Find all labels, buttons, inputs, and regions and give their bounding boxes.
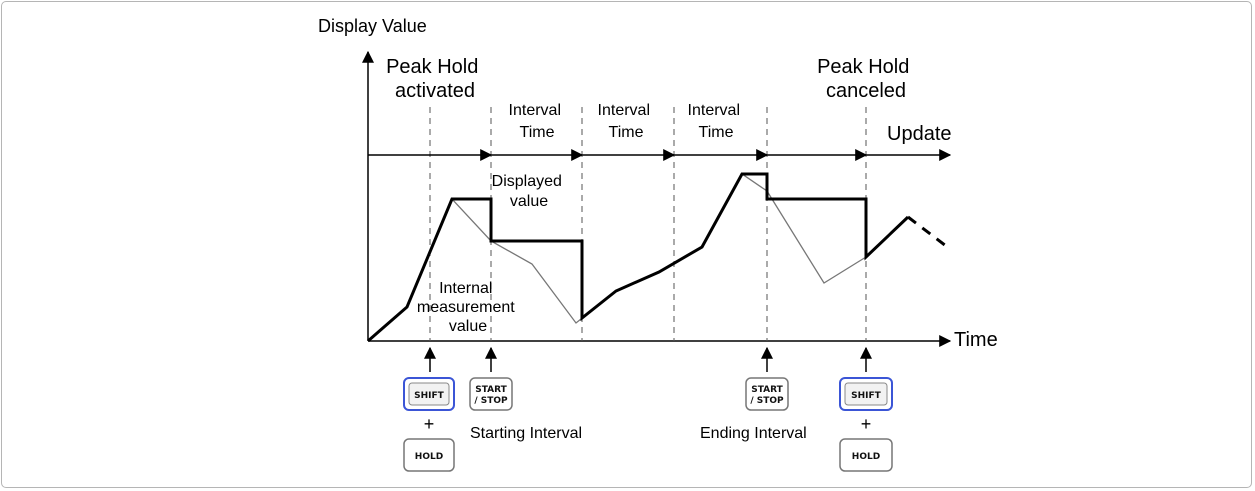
starting-interval-label: Starting Interval — [470, 425, 582, 442]
ending-interval-label: Ending Interval — [700, 425, 807, 442]
y-axis-label: Display Value — [318, 16, 427, 36]
peak-hold-activated-line-1: Peak Hold — [386, 56, 478, 78]
shift-key-right[interactable]: SHIFT — [839, 377, 893, 411]
internal-measurement-line-1: Internal — [439, 280, 492, 297]
plus-sign-right: + — [861, 414, 872, 434]
hold-key-right[interactable]: HOLD — [839, 438, 893, 472]
interval-time-3-line-2: Time — [699, 124, 734, 141]
peak-hold-activated-label: Peak Hold activated — [386, 56, 484, 102]
interval-time-2-line-2: Time — [609, 124, 644, 141]
hold-key-right-label: HOLD — [852, 452, 880, 462]
start-stop-key-end[interactable]: START / STOP — [745, 377, 789, 411]
shift-key-left[interactable]: SHIFT — [403, 377, 455, 411]
start-stop-key-end-line-2: / STOP — [750, 396, 784, 406]
shift-key-right-label: SHIFT — [851, 391, 882, 401]
interval-time-label-3: Interval Time — [688, 102, 745, 141]
interval-time-label-2: Interval Time — [598, 102, 655, 141]
x-axis-label: Time — [954, 329, 998, 351]
update-label: Update — [887, 123, 952, 145]
internal-measurement-line-2: measurement — [417, 299, 515, 316]
start-stop-key-end-line-1: START — [751, 385, 783, 395]
hold-key-left[interactable]: HOLD — [403, 438, 455, 472]
start-stop-key-start[interactable]: START / STOP — [469, 377, 513, 411]
start-stop-key-start-line-2: / STOP — [474, 396, 508, 406]
interval-time-label-1: Interval Time — [509, 102, 566, 141]
displayed-value-line — [367, 172, 910, 343]
peak-hold-canceled-label: Peak Hold canceled — [817, 56, 915, 102]
internal-measurement-line-3: value — [449, 318, 487, 335]
shift-key-left-label: SHIFT — [414, 391, 445, 401]
peak-hold-canceled-line-2: canceled — [826, 80, 906, 102]
peak-hold-activated-line-2: activated — [395, 80, 475, 102]
displayed-value-annotation: Displayed value — [492, 173, 567, 210]
internal-measurement-annotation: Internal measurement value — [417, 280, 519, 335]
hold-key-left-label: HOLD — [415, 452, 443, 462]
interval-time-2-line-1: Interval — [598, 102, 650, 119]
displayed-value-line-2: value — [510, 193, 548, 210]
plus-sign-left: + — [424, 414, 435, 434]
interval-time-1-line-2: Time — [520, 124, 555, 141]
interval-time-3-line-1: Interval — [688, 102, 740, 119]
interval-time-1-line-1: Interval — [509, 102, 561, 119]
displayed-value-line-1: Displayed — [492, 173, 562, 190]
displayed-value-continuation — [907, 215, 951, 251]
start-stop-key-start-line-1: START — [475, 385, 507, 395]
peak-hold-canceled-line-1: Peak Hold — [817, 56, 909, 78]
